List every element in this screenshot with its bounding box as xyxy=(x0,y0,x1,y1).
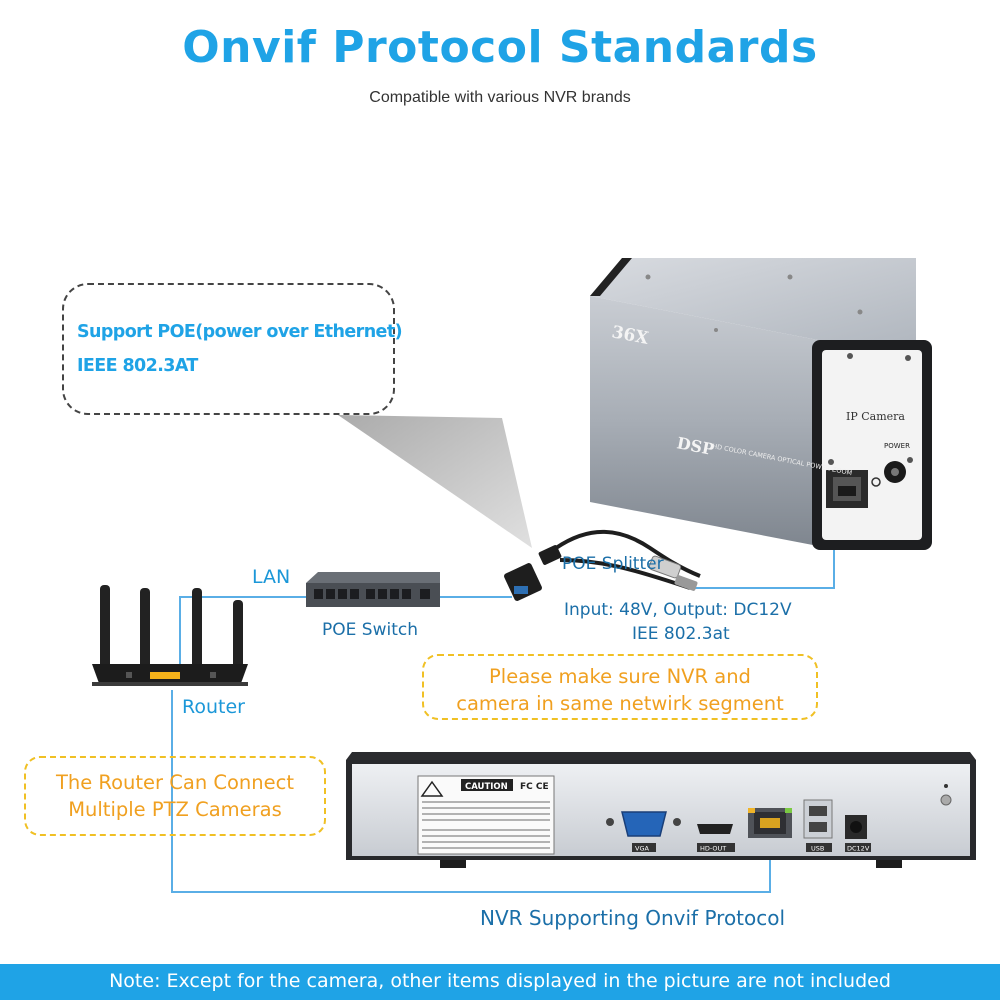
router-icon xyxy=(92,585,248,686)
nvr-caution-label: CAUTION xyxy=(465,782,508,792)
callout-pointer xyxy=(338,415,532,548)
poe-callout-line2: IEEE 802.3AT xyxy=(77,356,198,376)
camera-power-label: POWER xyxy=(884,442,910,450)
footer-note: Note: Except for the camera, other items… xyxy=(109,970,891,992)
splitter-spec-line2: IEE 802.3at xyxy=(632,624,730,644)
poe-switch-label: POE Switch xyxy=(322,620,418,640)
nvr-vga-label: VGA xyxy=(635,845,649,853)
page-subtitle: Compatible with various NVR brands xyxy=(369,89,631,106)
poe-callout-line1: Support POE(power over Ethernet) xyxy=(77,322,403,342)
segment-note-line2: camera in same netwirk segment xyxy=(456,692,784,715)
poe-splitter-label: POE Splitter xyxy=(562,554,664,574)
nvr-hdout-label: HD-OUT xyxy=(700,845,726,853)
router-note-line1: The Router Can Connect xyxy=(55,771,295,794)
camera-back-label: IP Camera xyxy=(846,410,905,423)
ip-camera-icon: 36X DSP HD COLOR CAMERA OPTICAL POWER ZO… xyxy=(590,258,932,550)
poe-switch-icon xyxy=(306,572,440,607)
nvr-fc-label: FC CE xyxy=(520,782,549,792)
nvr-icon: CAUTION FC CE VGA HD-OUT USB DC12V xyxy=(346,752,976,868)
nvr-dc-label: DC12V xyxy=(847,845,870,853)
poe-splitter-icon xyxy=(504,529,701,601)
nvr-usb-label: USB xyxy=(811,845,824,853)
segment-note-line1: Please make sure NVR and xyxy=(489,665,751,688)
router-note-box: The Router Can Connect Multiple PTZ Came… xyxy=(24,756,326,836)
poe-callout-bubble xyxy=(62,283,395,415)
router-note-line2: Multiple PTZ Cameras xyxy=(68,798,282,821)
splitter-spec-line1: Input: 48V, Output: DC12V xyxy=(564,600,792,620)
page-title: Onvif Protocol Standards xyxy=(182,22,818,73)
router-label: Router xyxy=(182,696,245,718)
segment-note-box: Please make sure NVR and camera in same … xyxy=(422,654,818,720)
lan-label: LAN xyxy=(252,566,291,588)
nvr-caption: NVR Supporting Onvif Protocol xyxy=(480,906,786,930)
footer-bar xyxy=(0,964,1000,1000)
